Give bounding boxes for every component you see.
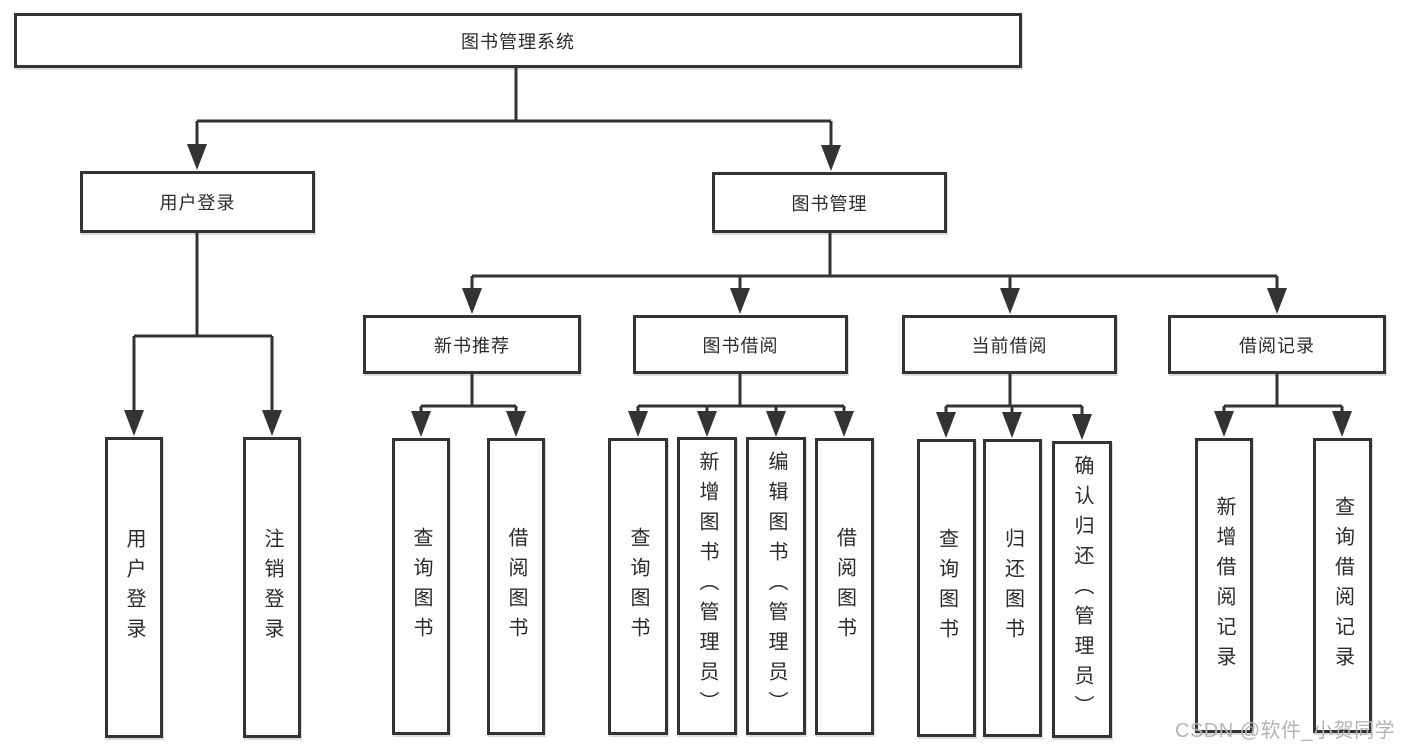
node-current-borrow: 当前借阅: [902, 315, 1117, 374]
node-user-login-leaf: 用户登录: [105, 437, 163, 738]
node-cb-query-books: 查询图书: [917, 439, 976, 737]
node-nbr-query-books: 查询图书: [392, 438, 450, 735]
node-bb-add-books-admin: 新增图书（管理员）: [677, 437, 737, 735]
node-library-system: 图书管理系统: [14, 13, 1022, 68]
node-bb-borrow-books: 借阅图书: [815, 438, 874, 735]
node-bb-query-books: 查询图书: [608, 438, 668, 735]
node-cb-return-books: 归还图书: [983, 439, 1042, 737]
node-br-query-record: 查询借阅记录: [1313, 438, 1372, 733]
node-book-management: 图书管理: [712, 172, 947, 233]
node-br-add-record: 新增借阅记录: [1195, 438, 1253, 733]
node-logout-leaf: 注销登录: [243, 437, 301, 738]
node-borrow-records: 借阅记录: [1168, 315, 1386, 374]
node-book-borrow: 图书借阅: [633, 315, 848, 374]
node-cb-confirm-return-admin: 确认归还（管理员）: [1052, 441, 1112, 738]
node-user-login: 用户登录: [80, 171, 315, 233]
watermark: CSDN @软件_小贺同学: [1175, 720, 1396, 742]
node-nbr-borrow-books: 借阅图书: [487, 438, 545, 735]
node-bb-edit-books-admin: 编辑图书（管理员）: [746, 437, 806, 735]
node-new-book-recommend: 新书推荐: [363, 315, 581, 374]
connector-arrowheads: [124, 144, 1352, 440]
